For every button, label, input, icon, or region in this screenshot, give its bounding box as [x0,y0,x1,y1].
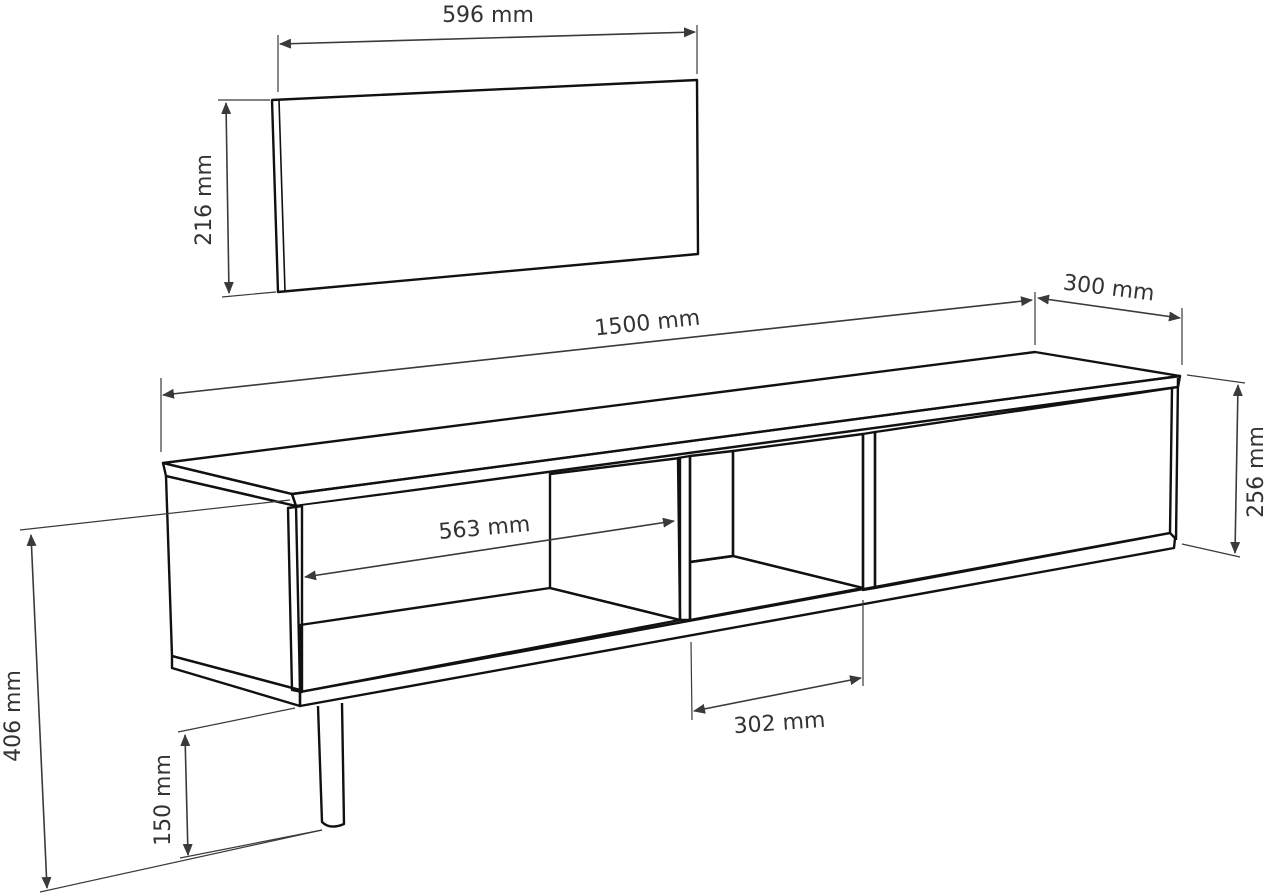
panel-height-label: 216 mm [192,154,217,246]
total-height-label: 406 mm [1,670,26,762]
total-height-dimension: 406 mm [1,499,323,893]
leg-height-label: 150 mm [151,754,176,846]
leg-height-dimension: 150 mm [151,707,323,859]
cabinet-leg [316,702,346,828]
panel-width-label: 596 mm [442,3,534,28]
cabinet-height-label: 256 mm [1244,426,1269,518]
middle-compartment-label: 302 mm [733,708,826,739]
cabinet-width-label: 1500 mm [593,306,701,342]
panel-width-dimension: 596 mm [277,3,698,92]
tv-cabinet [161,350,1182,708]
cabinet-height-dimension: 256 mm [1181,374,1269,558]
panel-height-dimension: 216 mm [192,99,277,298]
cabinet-depth-label: 300 mm [1062,271,1156,307]
wall-shelf-panel [270,78,700,294]
cabinet-depth-dimension: 300 mm [1037,271,1183,365]
